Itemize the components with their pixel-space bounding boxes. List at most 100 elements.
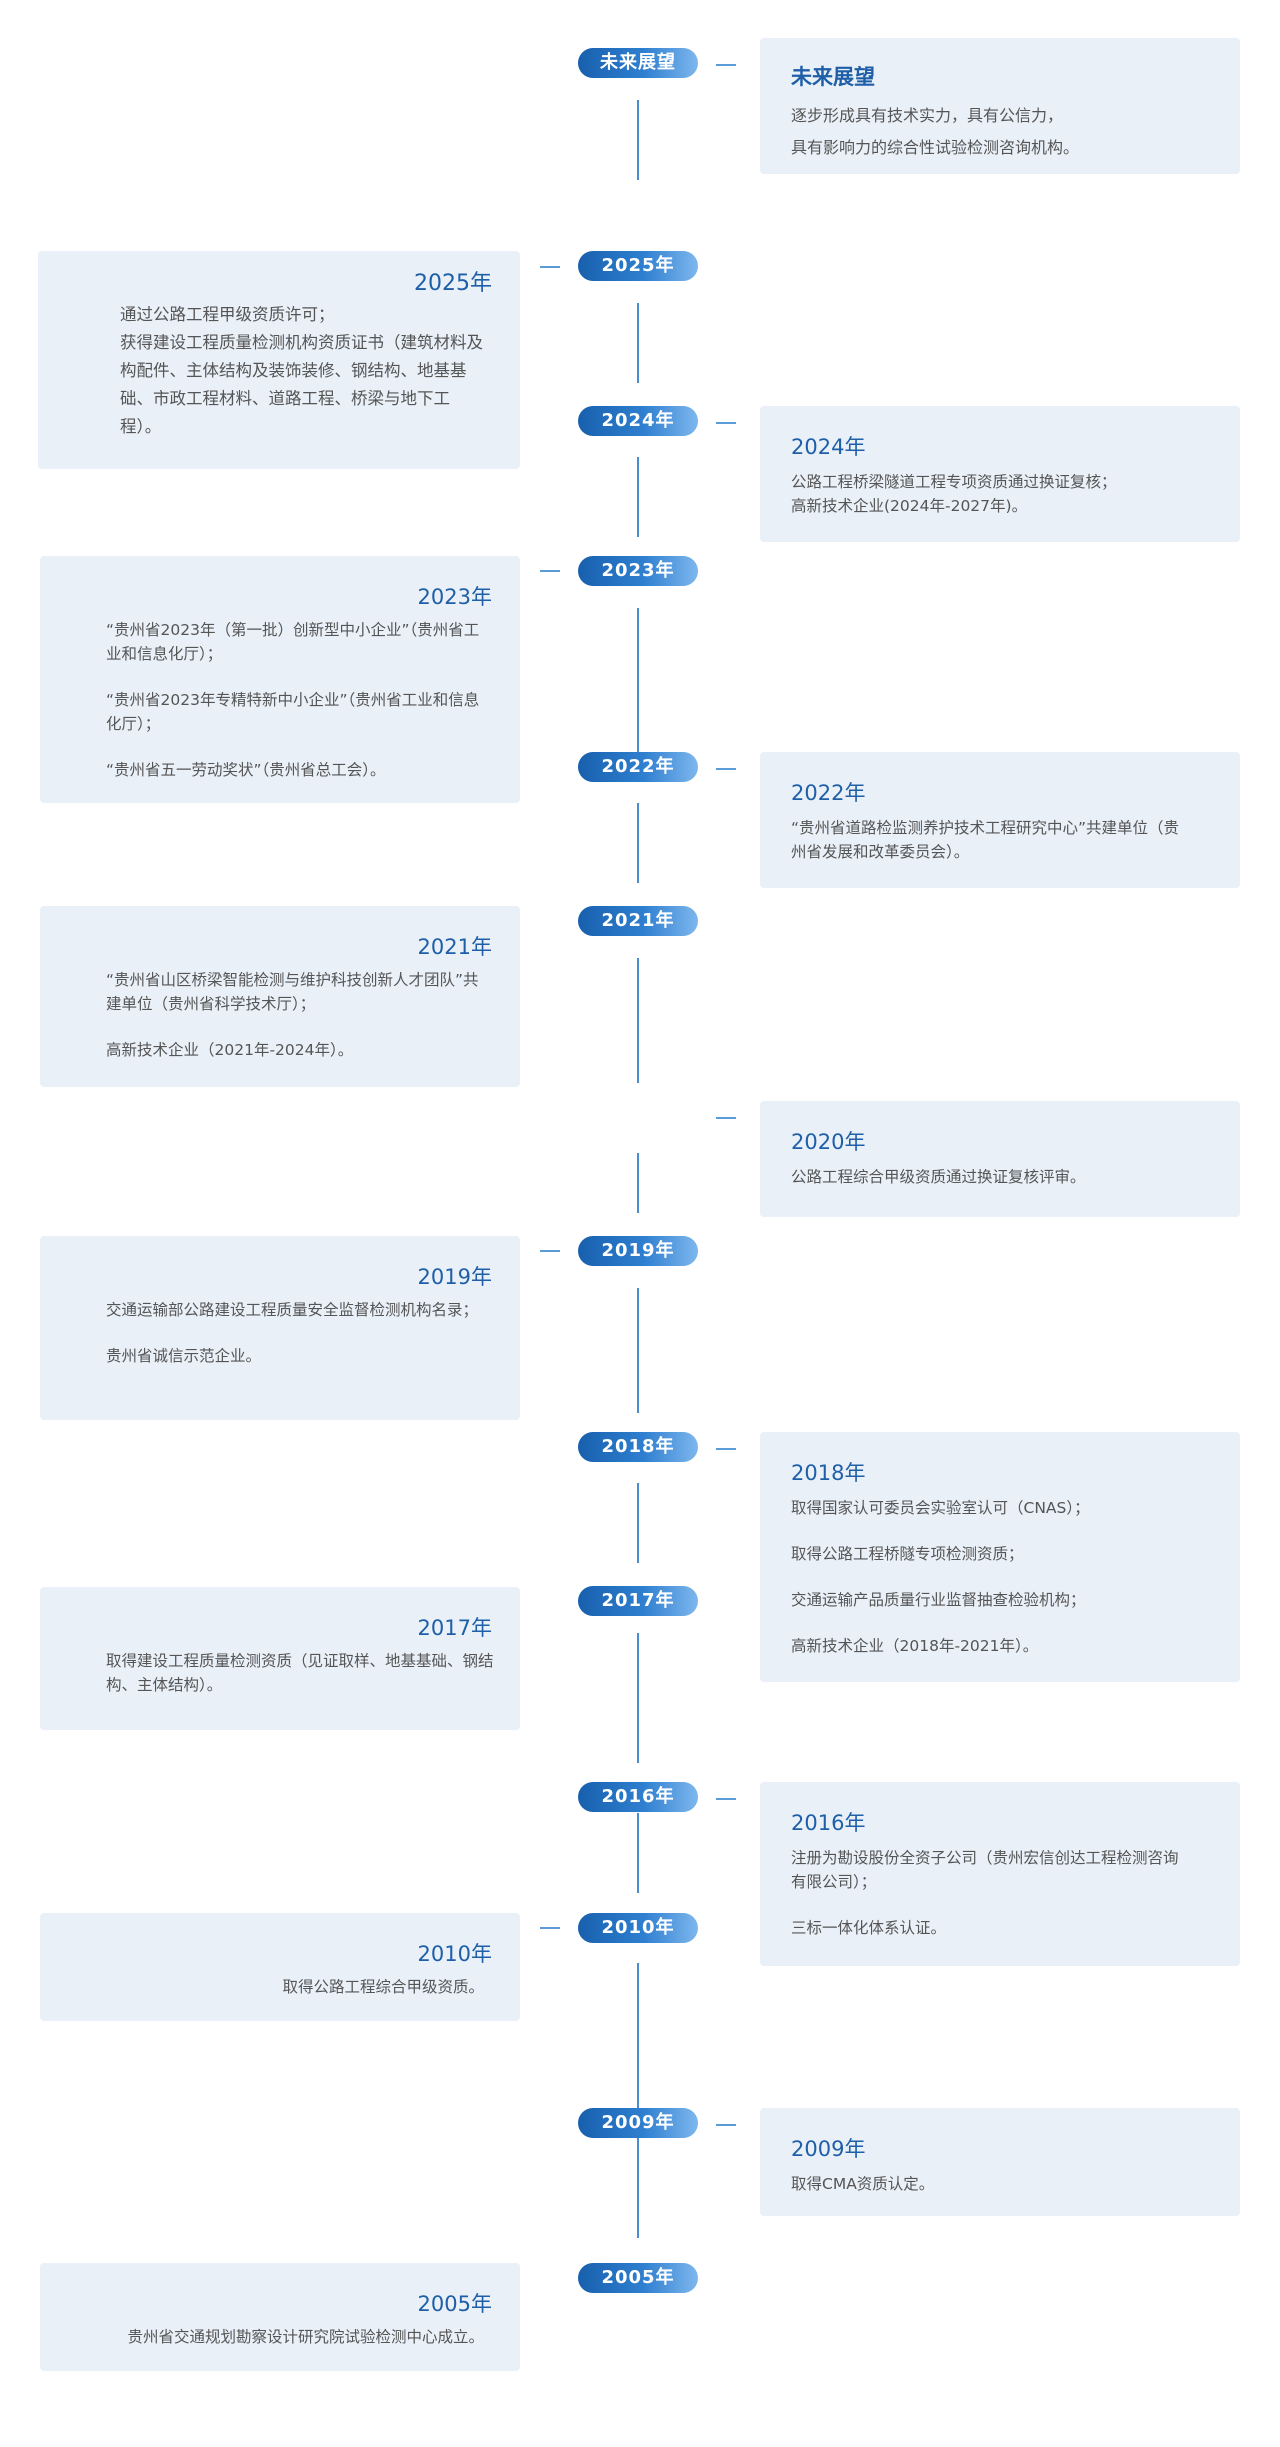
card-line: 交通运输产品质量行业监督抽查检验机构； [791,1591,1086,1609]
timeline-card-2009: 2009年 取得CMA资质认定。 [760,2108,1240,2216]
card-line: 贵州省交通规划勘察设计研究院试验检测中心成立。 [127,2328,484,2346]
card-line: “贵州省五一劳动奖状”（贵州省总工会）。 [106,761,386,779]
timeline-pill-2005[interactable]: 2005年 [578,2263,698,2293]
card-line: 公路工程综合甲级资质通过换证复核评审。 [791,1168,1086,1186]
card-line: “贵州省山区桥梁智能检测与维护科技创新人才团队”共建单位（贵州省科学技术厅）； [106,971,479,1013]
card-description: 交通运输部公路建设工程质量安全监督检测机构名录； 贵州省诚信示范企业。 [106,1298,494,1368]
timeline-card-2019: 2019年 交通运输部公路建设工程质量安全监督检测机构名录； 贵州省诚信示范企业… [40,1236,520,1420]
timeline-connector [637,457,639,537]
timeline-connector [637,2158,639,2238]
timeline-card-future: 未来展望 逐步形成具有技术实力，具有公信力， 具有影响力的综合性试验检测咨询机构… [760,38,1240,174]
timeline-pill-2019[interactable]: 2019年 [578,1236,698,1266]
timeline-connector [637,100,639,180]
timeline-card-2022: 2022年 “贵州省道路检监测养护技术工程研究中心”共建单位（贵州省发展和改革委… [760,752,1240,888]
card-year: 2023年 [417,585,492,609]
timeline-card-2025: 2025年 通过公路工程甲级资质许可； 获得建设工程质量检测机构资质证书（建筑材… [38,251,520,469]
timeline-connector [637,1483,639,1563]
connector-tick [716,64,736,66]
timeline-connector [637,1633,639,1763]
card-line: 高新技术企业（2021年-2024年）。 [106,1041,354,1059]
card-line: 具有影响力的综合性试验检测咨询机构。 [791,138,1080,157]
timeline-pill-2025[interactable]: 2025年 [578,251,698,281]
card-description: “贵州省道路检监测养护技术工程研究中心”共建单位（贵州省发展和改革委员会）。 [791,816,1181,864]
card-line: 取得公路工程综合甲级资质。 [282,1978,484,1996]
timeline-connector [637,1813,639,1893]
card-line: 交通运输部公路建设工程质量安全监督检测机构名录； [106,1301,479,1319]
timeline-card-2023: 2023年 “贵州省2023年（第一批）创新型中小企业”（贵州省工业和信息化厅）… [40,556,520,803]
timeline-card-2018: 2018年 取得国家认可委员会实验室认可（CNAS）； 取得公路工程桥隧专项检测… [760,1432,1240,1682]
timeline-connector [637,303,639,383]
card-year: 2019年 [417,1265,492,1289]
card-line: 取得公路工程桥隧专项检测资质； [791,1545,1024,1563]
connector-tick [716,768,736,770]
card-description: 取得国家认可委员会实验室认可（CNAS）； 取得公路工程桥隧专项检测资质； 交通… [791,1496,1191,1658]
timeline-pill-2017[interactable]: 2017年 [578,1586,698,1616]
card-line: 逐步形成具有技术实力，具有公信力， [791,106,1064,125]
card-line: 取得建设工程质量检测资质（见证取样、地基基础、钢结构、主体结构）。 [106,1652,494,1694]
timeline-card-2005: 2005年 贵州省交通规划勘察设计研究院试验检测中心成立。 [40,2263,520,2371]
connector-tick [540,266,560,268]
timeline-pill-2023[interactable]: 2023年 [578,556,698,586]
timeline-pill-2021[interactable]: 2021年 [578,906,698,936]
card-line: 通过公路工程甲级资质许可； [120,305,335,324]
card-description: 注册为勘设股份全资子公司（贵州宏信创达工程检测咨询有限公司）； 三标一体化体系认… [791,1846,1181,1940]
card-description: 贵州省交通规划勘察设计研究院试验检测中心成立。 [127,2325,484,2349]
timeline-pill-future[interactable]: 未来展望 [578,48,698,78]
card-line: “贵州省道路检监测养护技术工程研究中心”共建单位（贵州省发展和改革委员会）。 [791,819,1180,861]
card-line: 获得建设工程质量检测机构资质证书（建筑材料及构配件、主体结构及装饰装修、钢结构、… [120,333,483,436]
card-line: 注册为勘设股份全资子公司（贵州宏信创达工程检测咨询有限公司）； [791,1849,1179,1891]
card-description: 取得建设工程质量检测资质（见证取样、地基基础、钢结构、主体结构）。 [106,1649,494,1697]
connector-tick [540,570,560,572]
card-line: “贵州省2023年专精特新中小企业”（贵州省工业和信息化厅）； [106,691,480,733]
timeline-pill-2024[interactable]: 2024年 [578,406,698,436]
card-description: 取得CMA资质认定。 [791,2172,1191,2196]
card-description: 逐步形成具有技术实力，具有公信力， 具有影响力的综合性试验检测咨询机构。 [791,100,1191,164]
timeline-connector [637,1963,639,2158]
timeline-connector [637,1288,639,1413]
timeline-card-2024: 2024年 公路工程桥梁隧道工程专项资质通过换证复核； 高新技术企业(2024年… [760,406,1240,542]
connector-tick [716,1117,736,1119]
connector-tick [716,1448,736,1450]
timeline-connector [637,958,639,1083]
card-description: 通过公路工程甲级资质许可； 获得建设工程质量检测机构资质证书（建筑材料及构配件、… [120,301,490,441]
connector-tick [716,2124,736,2126]
card-year: 2024年 [791,435,866,459]
card-year: 2009年 [791,2137,866,2161]
card-line: 高新技术企业（2018年-2021年）。 [791,1637,1039,1655]
timeline-card-2020: 2020年 公路工程综合甲级资质通过换证复核评审。 [760,1101,1240,1217]
timeline-pill-2016[interactable]: 2016年 [578,1782,698,1812]
card-year: 2017年 [417,1616,492,1640]
timeline-connector [637,1153,639,1213]
card-line: 高新技术企业(2024年-2027年)。 [791,497,1028,515]
timeline-card-2017: 2017年 取得建设工程质量检测资质（见证取样、地基基础、钢结构、主体结构）。 [40,1587,520,1730]
timeline-card-2021: 2021年 “贵州省山区桥梁智能检测与维护科技创新人才团队”共建单位（贵州省科学… [40,906,520,1087]
card-year: 2022年 [791,781,866,805]
card-line: “贵州省2023年（第一批）创新型中小企业”（贵州省工业和信息化厅）； [106,621,480,663]
timeline-pill-2022[interactable]: 2022年 [578,752,698,782]
card-line: 公路工程桥梁隧道工程专项资质通过换证复核； [791,473,1117,491]
timeline-card-2016: 2016年 注册为勘设股份全资子公司（贵州宏信创达工程检测咨询有限公司）； 三标… [760,1782,1240,1966]
connector-tick [540,1927,560,1929]
card-year: 2005年 [417,2292,492,2316]
card-description: “贵州省山区桥梁智能检测与维护科技创新人才团队”共建单位（贵州省科学技术厅）； … [106,968,494,1062]
timeline-pill-2018[interactable]: 2018年 [578,1432,698,1462]
connector-tick [716,1798,736,1800]
timeline-pill-2009[interactable]: 2009年 [578,2108,698,2138]
timeline-pill-2010[interactable]: 2010年 [578,1913,698,1943]
card-description: 取得公路工程综合甲级资质。 [282,1975,484,1999]
card-description: 公路工程桥梁隧道工程专项资质通过换证复核； 高新技术企业(2024年-2027年… [791,470,1191,518]
card-year: 未来展望 [791,65,875,89]
card-line: 取得CMA资质认定。 [791,2175,935,2193]
card-year: 2020年 [791,1130,866,1154]
card-description: “贵州省2023年（第一批）创新型中小企业”（贵州省工业和信息化厅）； “贵州省… [106,618,494,782]
connector-tick [540,1250,560,1252]
card-year: 2025年 [414,271,492,296]
card-year: 2018年 [791,1461,866,1485]
connector-tick [716,422,736,424]
card-year: 2021年 [417,935,492,959]
timeline-connector [637,608,639,753]
card-line: 三标一体化体系认证。 [791,1919,947,1937]
card-line: 取得国家认可委员会实验室认可（CNAS）； [791,1499,1090,1517]
card-year: 2016年 [791,1811,866,1835]
timeline-connector [637,803,639,883]
